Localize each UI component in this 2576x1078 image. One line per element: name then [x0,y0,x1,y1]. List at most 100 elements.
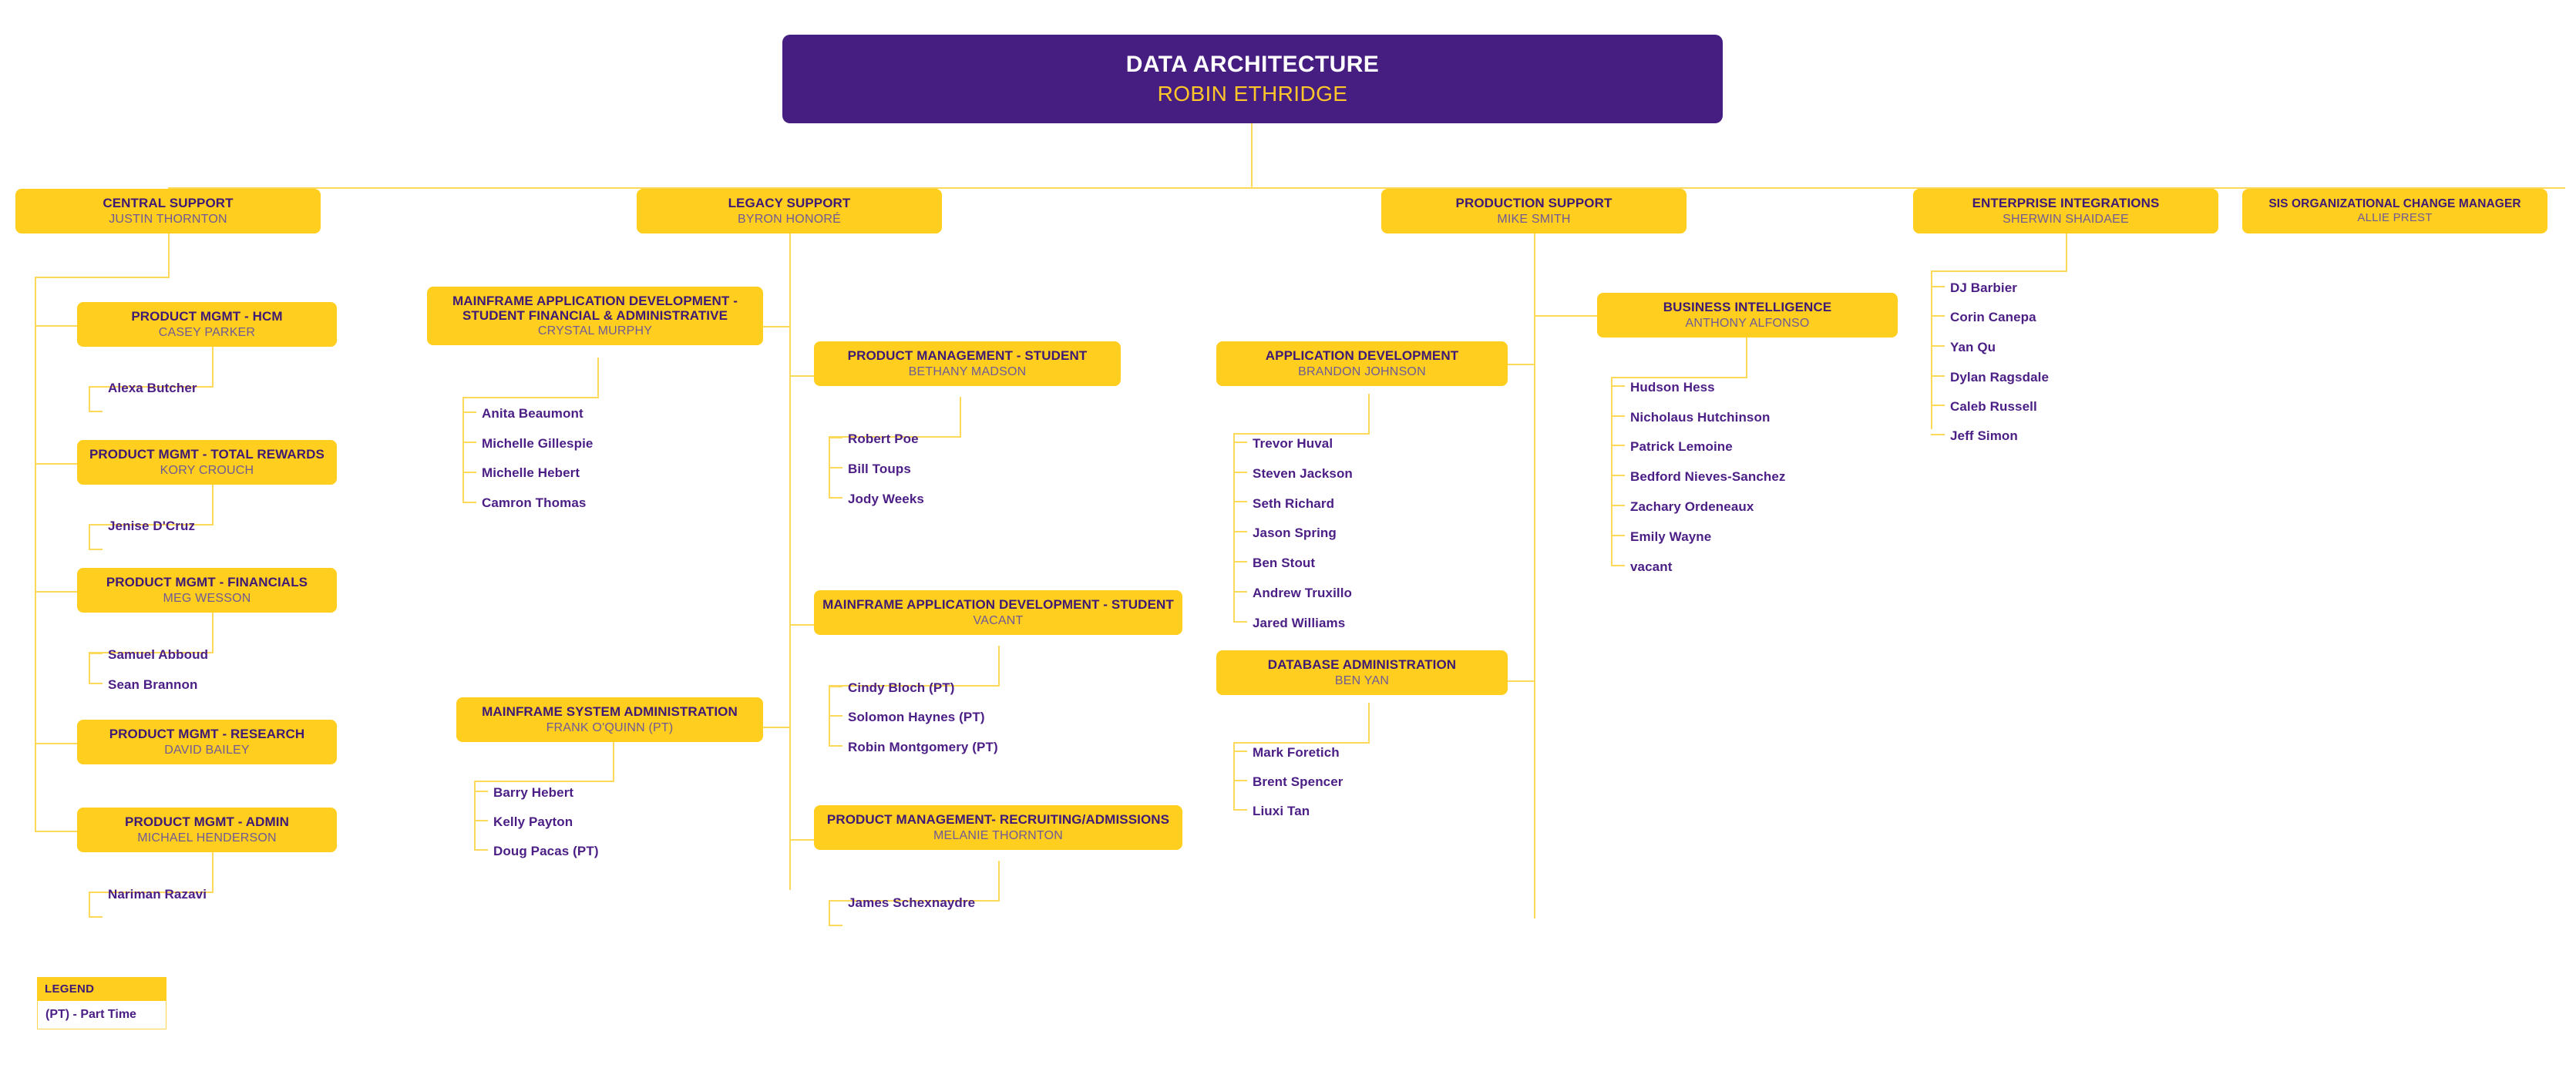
team-business-intelligence[interactable]: BUSINESS INTELLIGENCE ANTHONY ALFONSO [1597,293,1898,338]
team-title: DATABASE ADMINISTRATION [1267,657,1457,673]
member-name: Yan Qu [1950,340,1996,354]
connector-sysadmin-tick-1 [474,820,488,821]
division-enterprise-integrations[interactable]: ENTERPRISE INTEGRATIONS SHERWIN SHAIDAEE [1913,189,2218,233]
member-name: Seth Richard [1253,496,1335,511]
connector-central-trunk [35,277,36,831]
connector-madsfa-tick-0 [462,411,476,413]
member-name: Camron Thomas [482,495,587,510]
connector-totalrewards-jog [89,524,214,526]
team-mainframe-system-administration[interactable]: MAINFRAME SYSTEM ADMINISTRATION FRANK O'… [456,697,763,742]
connector-appdev-tick-4 [1233,561,1247,563]
connector-sysadmin-jog [474,781,614,782]
division-title: CENTRAL SUPPORT [103,196,234,211]
connector-appdev-tick-0 [1233,442,1247,443]
member-name: Hudson Hess [1630,380,1715,395]
member-name: Nariman Razavi [108,887,207,902]
team-product-mgmt-research[interactable]: PRODUCT MGMT - RESEARCH DAVID BAILEY [77,720,337,764]
member-name: DJ Barbier [1950,280,2017,295]
team-name: MEG WESSON [163,591,251,605]
division-title: PRODUCTION SUPPORT [1455,196,1613,211]
member-name: Liuxi Tan [1253,804,1310,818]
member-name: Corin Canepa [1950,310,2036,324]
connector-madsfa-jog [462,397,599,398]
root-node[interactable]: DATA ARCHITECTURE ROBIN ETHRIDGE [782,35,1723,123]
division-legacy-support[interactable]: LEGACY SUPPORT BYRON HONORÉ [637,189,942,233]
connector-sysadmin-tick-2 [474,849,488,851]
connector-bi-tick-3 [1611,475,1625,476]
connector-bi-tick-5 [1611,535,1625,536]
division-central-support[interactable]: CENTRAL SUPPORT JUSTIN THORNTON [15,189,321,233]
team-product-mgmt-financials[interactable]: PRODUCT MGMT - FINANCIALS MEG WESSON [77,568,337,613]
member-name: Robin Montgomery (PT) [848,740,998,754]
connector-recruiting-down [998,861,1000,901]
connector-division-bus [168,187,2565,189]
connector-production-to-dbadmin [1508,680,1535,682]
member-name: Anita Beaumont [482,406,583,421]
member-name: Doug Pacas (PT) [493,844,599,858]
root-title: DATA ARCHITECTURE [1125,51,1380,77]
team-title: PRODUCT MGMT - TOTAL REWARDS [89,447,325,462]
connector-div-stem-1 [789,187,791,188]
member-name: Bill Toups [848,462,911,476]
connector-ei-trunk [1931,270,1932,429]
connector-pmstudent-jog [829,436,961,438]
connector-financials-tick-0 [89,653,103,654]
connector-dbadmin-trunk [1233,742,1235,810]
team-title: PRODUCT MGMT - HCM [131,309,283,324]
division-production-support[interactable]: PRODUCTION SUPPORT MIKE SMITH [1381,189,1687,233]
division-name: MIKE SMITH [1497,212,1571,226]
team-product-mgmt-total-rewards[interactable]: PRODUCT MGMT - TOTAL REWARDS KORY CROUCH [77,440,337,485]
connector-totalrewards-trunk [89,524,90,549]
team-database-administration[interactable]: DATABASE ADMINISTRATION BEN YAN [1216,650,1508,695]
member-name: Sean Brannon [108,677,198,692]
connector-madsfa-tick-3 [462,502,476,503]
connector-bi-tick-2 [1611,445,1625,446]
team-title: PRODUCT MANAGEMENT- RECRUITING/ADMISSION… [826,812,1170,828]
member-name: Nicholaus Hutchinson [1630,410,1771,425]
connector-dbadmin-jog [1233,742,1370,744]
connector-ei-down [2066,231,2067,271]
connector-pmadmin-trunk [89,892,90,917]
connector-pmstudent-down [960,397,961,437]
team-title: MAINFRAME APPLICATION DEVELOPMENT - STUD… [822,597,1174,613]
connector-sysadmin-trunk [474,781,476,850]
team-name: MICHAEL HENDERSON [137,831,277,845]
team-application-development[interactable]: APPLICATION DEVELOPMENT BRANDON JOHNSON [1216,341,1508,386]
connector-madsfa-down [597,358,599,398]
member-name: Dylan Ragsdale [1950,370,2050,385]
team-product-mgmt-admin[interactable]: PRODUCT MGMT - ADMIN MICHAEL HENDERSON [77,808,337,852]
team-product-management-recruiting-admissions[interactable]: PRODUCT MANAGEMENT- RECRUITING/ADMISSION… [814,805,1182,850]
team-title: MAINFRAME SYSTEM ADMINISTRATION [482,704,738,720]
connector-sysadmin-tick-0 [474,791,488,792]
connector-legacy-to-pmstudent [789,375,814,377]
connector-central-to-totalrewards [35,463,77,465]
team-product-management-student[interactable]: PRODUCT MANAGEMENT - STUDENT BETHANY MAD… [814,341,1121,386]
connector-totalrewards-tick-0 [89,549,103,550]
member-name: Samuel Abboud [108,647,209,662]
team-name: BEN YAN [1334,673,1390,687]
connector-bi-down [1746,338,1747,378]
connector-ei-tick-1 [1931,315,1945,317]
team-product-mgmt-hcm[interactable]: PRODUCT MGMT - HCM CASEY PARKER [77,302,337,347]
division-sis-organizational-change-manager[interactable]: SIS ORGANIZATIONAL CHANGE MANAGER ALLIE … [2242,189,2547,233]
member-name: Michelle Hebert [482,465,580,480]
connector-appdev-tick-6 [1233,621,1247,623]
member-name: Solomon Haynes (PT) [848,710,985,724]
member-name: Jared Williams [1253,616,1346,630]
connector-dbadmin-tick-1 [1233,780,1247,781]
connector-bi-tick-4 [1611,505,1625,506]
division-title: SIS ORGANIZATIONAL CHANGE MANAGER [2268,196,2521,210]
connector-madstudent-tick-1 [829,715,842,717]
member-name: Barry Hebert [493,785,574,800]
team-mainframe-app-dev-student-financial-admin[interactable]: MAINFRAME APPLICATION DEVELOPMENT - STUD… [427,287,763,345]
member-name: Bedford Nieves-Sanchez [1630,469,1786,484]
connector-ei-tick-2 [1931,345,1945,347]
team-title: PRODUCT MGMT - ADMIN [125,814,289,830]
connector-appdev-down [1368,394,1370,434]
team-name: VACANT [973,613,1024,627]
connector-recruiting-jog [829,900,1000,902]
team-name: MELANIE THORNTON [933,828,1063,842]
connector-madstudent-tick-0 [829,686,842,687]
team-mainframe-app-dev-student[interactable]: MAINFRAME APPLICATION DEVELOPMENT - STUD… [814,590,1182,635]
